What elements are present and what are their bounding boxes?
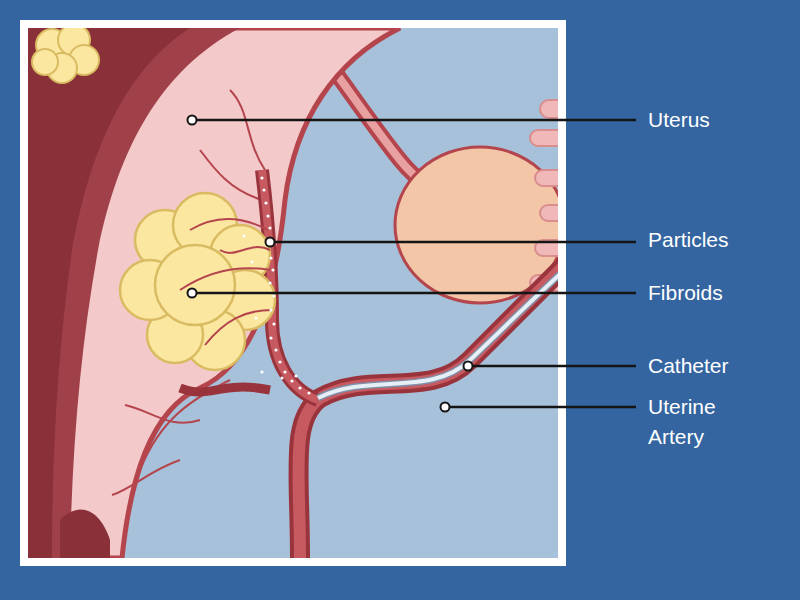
catheter <box>318 265 558 398</box>
catheter-outline <box>318 265 558 398</box>
leader-dot <box>464 362 473 371</box>
part-label: Fibroids <box>648 278 788 308</box>
leader-dot <box>188 289 197 298</box>
part-label: Catheter <box>648 351 788 381</box>
part-label: Uterus <box>648 105 788 135</box>
leader-lines <box>196 120 636 407</box>
small-fibroid <box>32 28 99 83</box>
leader-dot <box>188 116 197 125</box>
part-label: Particles <box>648 225 788 255</box>
uterine-artery <box>298 260 558 558</box>
fibroid-vessels <box>180 219 272 345</box>
leader-line <box>196 292 636 295</box>
artery-branch-lower <box>180 387 270 392</box>
cervix <box>60 510 110 558</box>
ovary <box>395 147 558 303</box>
uterine-artery-lumen <box>298 260 558 558</box>
leader-dot <box>441 403 450 412</box>
leader-line <box>449 406 636 409</box>
fibroid <box>120 193 275 370</box>
leader-dots <box>188 116 473 412</box>
leader-dot <box>266 238 275 247</box>
part-label: Uterine Artery <box>648 392 758 452</box>
leader-line <box>472 365 636 368</box>
leader-line <box>196 119 636 122</box>
leader-line <box>274 241 636 244</box>
particles <box>242 176 310 394</box>
